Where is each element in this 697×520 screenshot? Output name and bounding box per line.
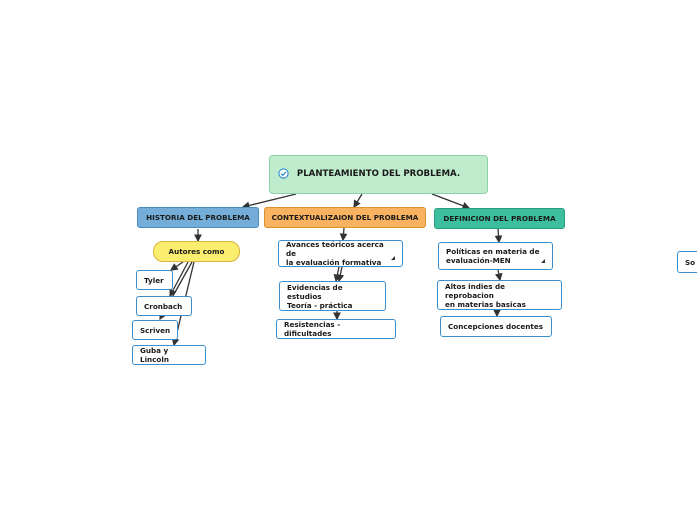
avances-label: Avances teóricos acerca de la evaluación…: [286, 240, 384, 267]
branch-definicion[interactable]: DEFINICION DEL PROBLEMA: [434, 208, 565, 229]
link-politicas-altos: [494, 269, 503, 282]
cronbach-label: Cronbach: [144, 301, 183, 311]
topic-guba-lincoln[interactable]: Guba y Lincoln: [132, 345, 206, 365]
tyler-label: Tyler: [144, 275, 164, 285]
link-contexto-avances: [339, 227, 348, 242]
link-root-definicion: [431, 193, 471, 210]
root-topic[interactable]: PLANTEAMIENTO DEL PROBLEMA.: [269, 155, 488, 194]
topic-tyler[interactable]: Tyler: [136, 270, 173, 290]
branch-historia-label: HISTORIA DEL PROBLEMA: [146, 213, 250, 222]
scriven-label: Scriven: [140, 325, 171, 335]
link-root-contexto: [353, 193, 363, 209]
topic-resistencias[interactable]: Resistencias - dificultades: [276, 319, 396, 339]
politicas-label: Políticas en materia de evaluación-MEN: [446, 247, 540, 265]
branch-definicion-label: DEFINICION DEL PROBLEMA: [443, 214, 556, 223]
evidencias-label: Evidencias de estudios Teoría - práctica: [287, 282, 353, 310]
topic-avances-teoricos[interactable]: Avances teóricos acerca de la evaluación…: [278, 240, 403, 267]
guba-label: Guba y Lincoln: [140, 346, 169, 364]
collapse-arrow-icon[interactable]: [541, 259, 545, 263]
branch-contexto-label: CONTEXTUALIZAION DEL PROBLEMA: [271, 213, 419, 222]
floating-label: So: [685, 257, 696, 267]
topic-autores-como[interactable]: Autores como: [153, 241, 240, 262]
link-avances-evidencias-2: [336, 266, 345, 283]
topic-evidencias[interactable]: Evidencias de estudios Teoría - práctica: [279, 281, 386, 311]
root-label: PLANTEAMIENTO DEL PROBLEMA.: [296, 169, 461, 180]
altos-label: Altos indies de reprobacion en materias …: [445, 281, 526, 309]
topic-politicas-men[interactable]: Políticas en materia de evaluación-MEN: [438, 242, 553, 270]
link-autores-tyler: [169, 261, 184, 271]
topic-cronbach[interactable]: Cronbach: [136, 296, 192, 316]
branch-contexto[interactable]: CONTEXTUALIZAION DEL PROBLEMA: [264, 207, 426, 228]
autores-label: Autores como: [168, 247, 225, 256]
collapse-arrow-icon[interactable]: [391, 256, 395, 260]
link-avances-evidencias: [333, 266, 342, 283]
branch-historia[interactable]: HISTORIA DEL PROBLEMA: [137, 207, 259, 228]
concepciones-label: Concepciones docentes: [448, 322, 543, 331]
topic-altos-indices[interactable]: Altos indies de reprobacion en materias …: [437, 280, 562, 310]
link-definicion-politicas: [494, 228, 503, 244]
topic-concepciones-docentes[interactable]: Concepciones docentes: [440, 316, 552, 337]
link-autores-cronbach: [169, 261, 189, 298]
resistencias-label: Resistencias - dificultades: [284, 320, 341, 338]
link-root-historia: [241, 193, 297, 210]
check-circle-icon: [278, 168, 289, 179]
floating-topic[interactable]: So: [677, 251, 697, 273]
topic-scriven[interactable]: Scriven: [132, 320, 178, 340]
